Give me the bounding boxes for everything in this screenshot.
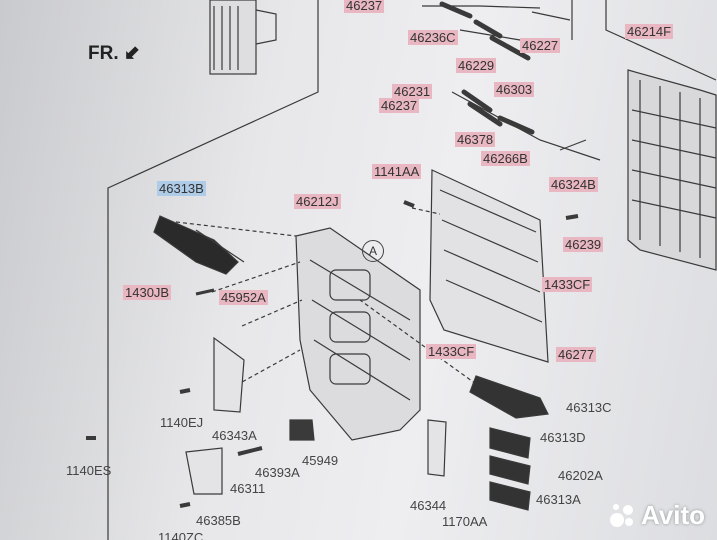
front-direction-label: FR. <box>88 43 119 64</box>
part-label-1433cf-center: 1433CF <box>426 344 477 359</box>
part-label-46214f: 46214F <box>625 24 674 39</box>
part-label-46324b: 46324B <box>549 177 598 192</box>
part-label-46231: 46231 <box>392 84 433 99</box>
part-label-1141aa: 1141AA <box>372 164 422 179</box>
part-label-46277: 46277 <box>556 347 597 362</box>
part-label-46212j: 46212J <box>294 194 341 209</box>
part-label-1430jb: 1430JB <box>123 285 172 300</box>
part-label-46239: 46239 <box>563 237 604 252</box>
part-label-46343a: 46343A <box>212 428 257 443</box>
part-label-46266b: 46266B <box>481 151 530 166</box>
front-direction-marker: FR. ⬋ <box>88 42 140 65</box>
avito-watermark: Avito <box>608 500 705 531</box>
part-label-46313d: 46313D <box>540 430 586 445</box>
direction-arrow-icon: ⬋ <box>123 43 140 64</box>
part-label-1433cf-right: 1433CF <box>542 277 593 292</box>
part-label-46385b: 46385B <box>196 513 241 528</box>
watermark-text: Avito <box>641 500 706 530</box>
part-label-46313c: 46313C <box>566 400 612 415</box>
part-label-46393a: 46393A <box>255 465 300 480</box>
part-label-1140es: 1140ES <box>66 463 112 478</box>
part-label-46313b-highlighted: 46313B <box>157 181 206 196</box>
part-label-46237-top: 46237 <box>344 0 385 13</box>
part-label-46227: 46227 <box>520 38 561 53</box>
part-label-1140zc: 1140ZC <box>158 530 204 540</box>
part-label-1140ej: 1140EJ <box>160 415 204 430</box>
part-label-46378: 46378 <box>455 132 496 147</box>
part-label-46237-mid: 46237 <box>379 98 420 113</box>
avito-logo-icon <box>610 503 633 527</box>
part-label-46344: 46344 <box>410 498 447 513</box>
part-label-46311: 46311 <box>230 481 266 496</box>
section-callout: A <box>362 240 384 262</box>
part-label-46236c: 46236C <box>408 30 458 45</box>
part-label-46229: 46229 <box>456 58 497 73</box>
part-label-46303: 46303 <box>494 82 535 97</box>
part-label-45952a: 45952A <box>219 290 268 305</box>
part-label-46313a: 46313A <box>536 492 581 507</box>
part-label-1170aa: 1170AA <box>442 514 488 529</box>
part-label-46202a: 46202A <box>558 468 603 483</box>
part-label-45949: 45949 <box>302 453 339 468</box>
